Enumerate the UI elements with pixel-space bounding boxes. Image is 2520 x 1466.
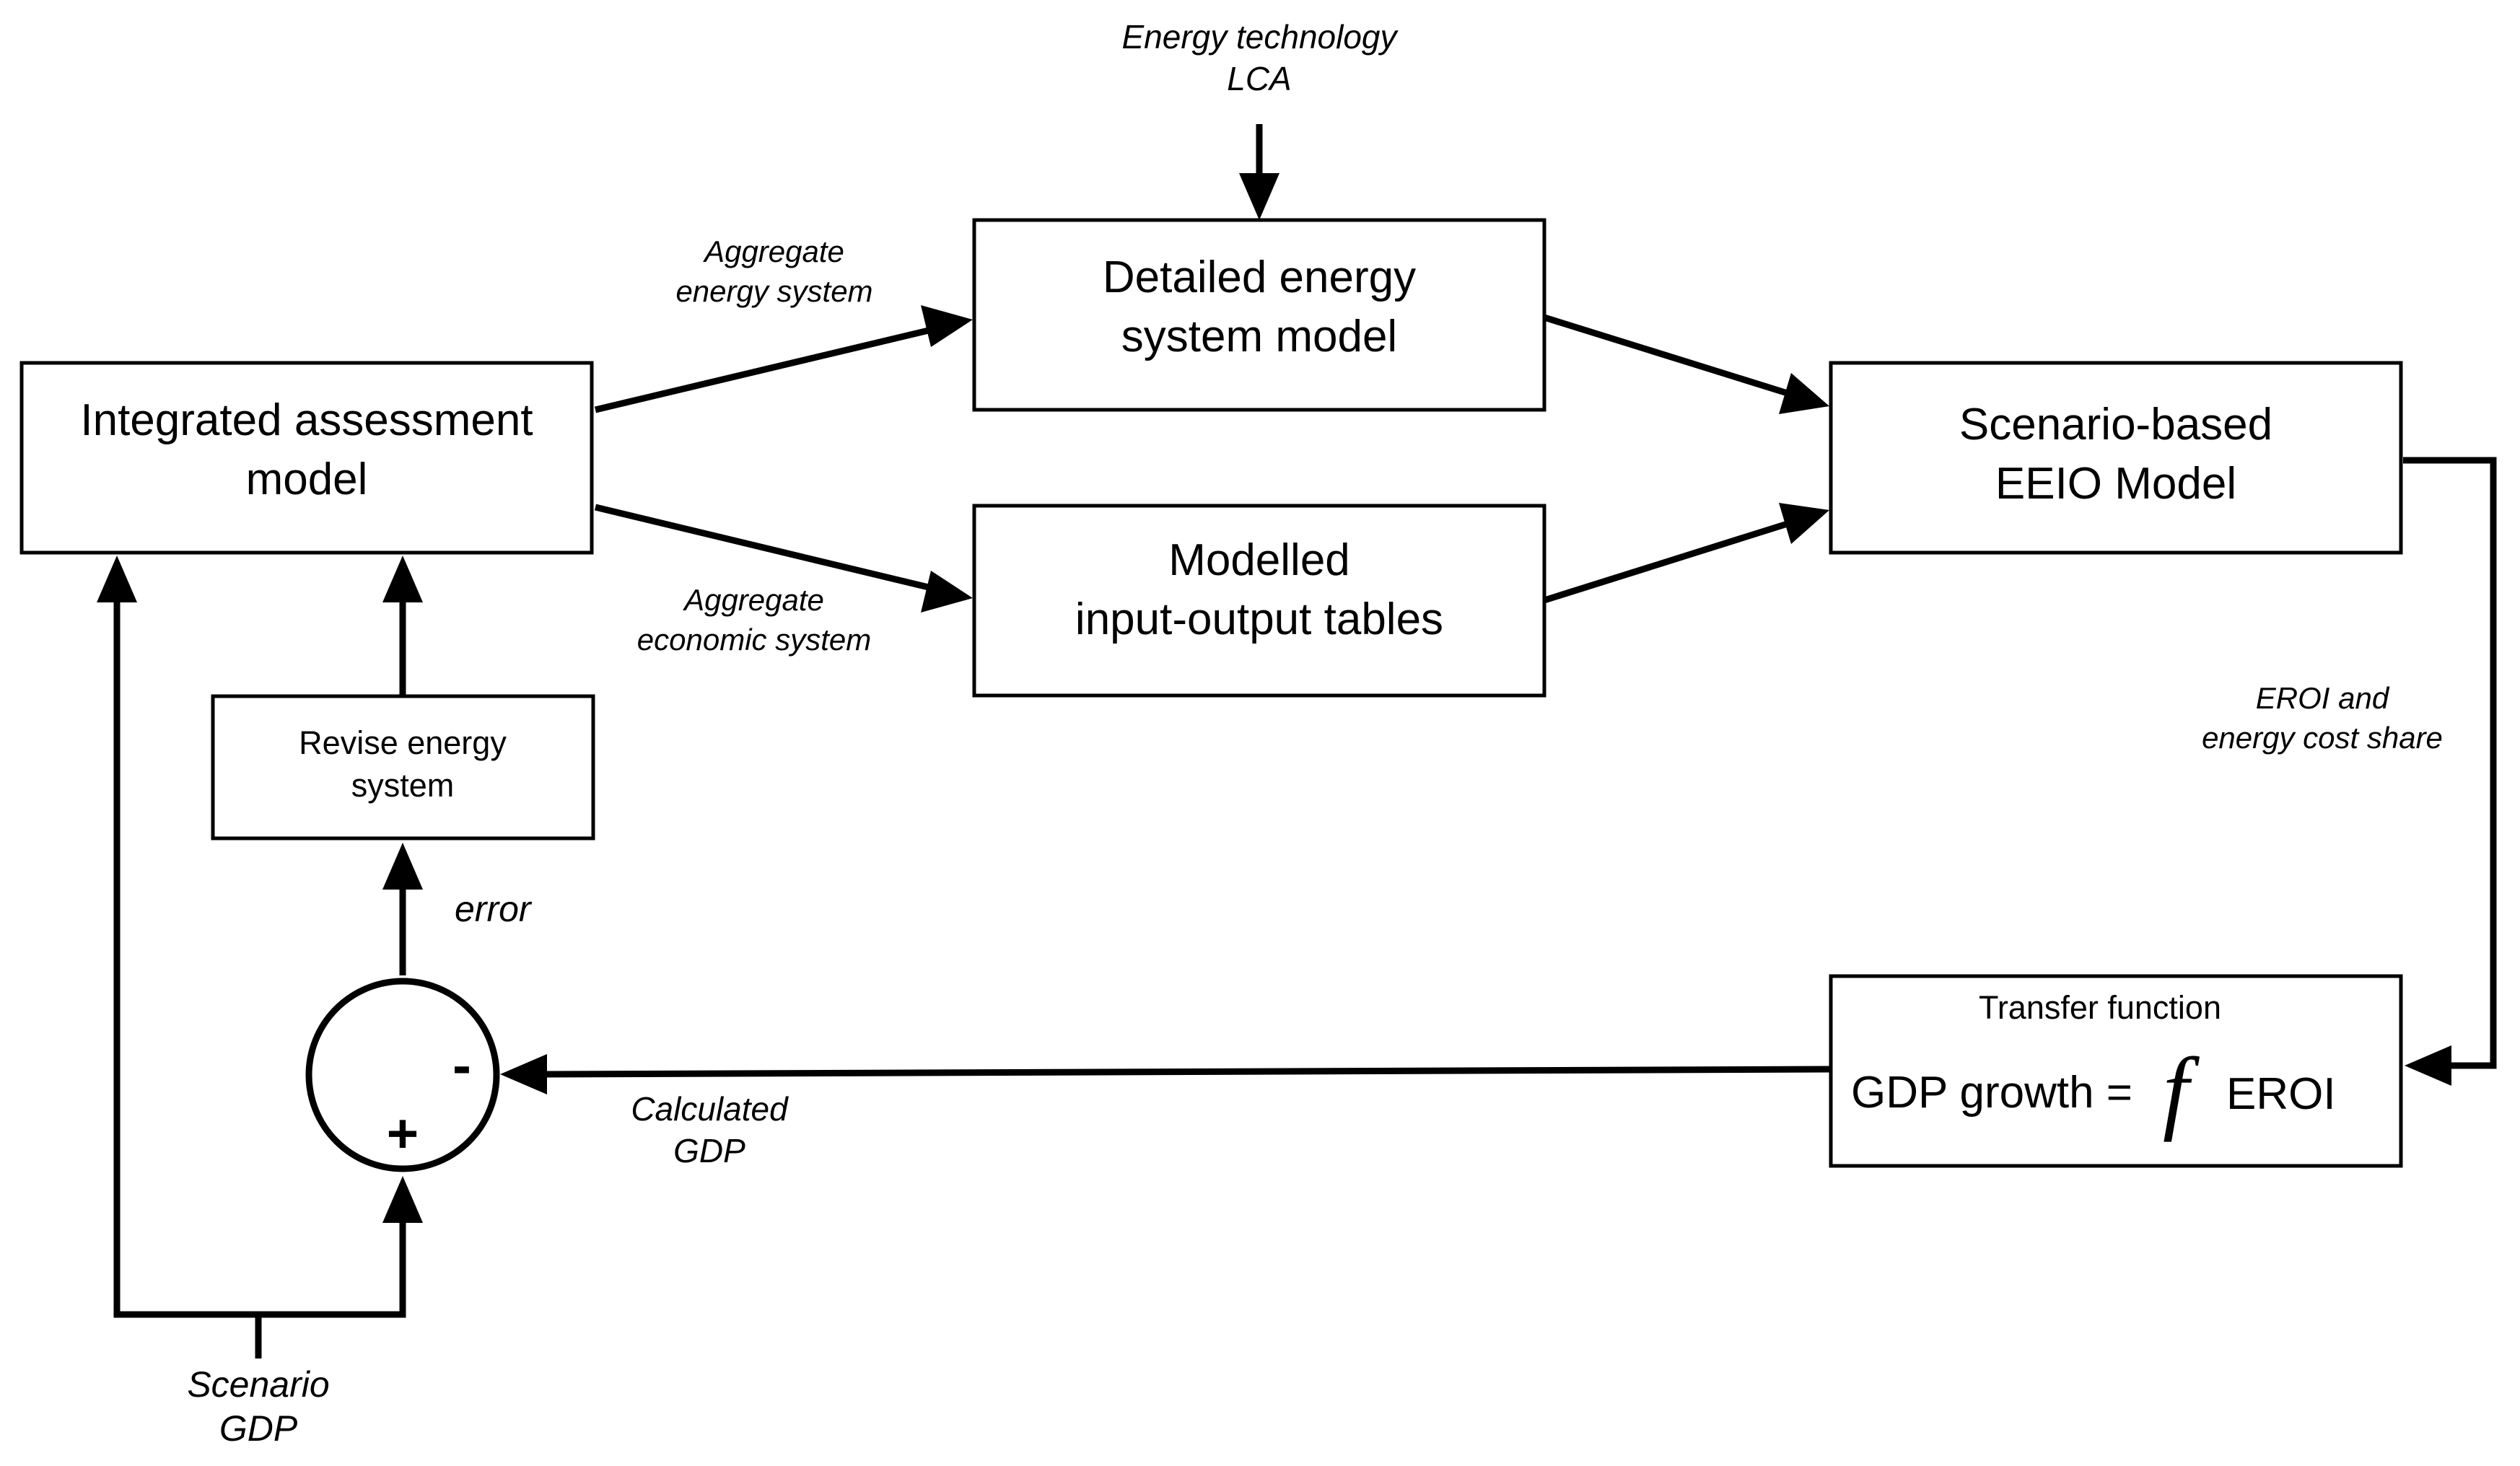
detailed-to-eeio-arrowhead (1779, 373, 1829, 414)
comparator-circle (305, 978, 500, 1172)
scenario-to-comparator-arrowhead (382, 1176, 423, 1223)
scenario-gdp-label-line1: Scenario (187, 1364, 329, 1405)
eeio-to-transfer-arrow-line (2403, 457, 2497, 1069)
aggregate-energy-system-label-line2: energy system (675, 274, 872, 308)
integrated-assessment-model-box: Integrated assessment model (19, 361, 594, 555)
transfer-function-equation-right: EROI (2226, 1069, 2336, 1119)
modelled-io-label-line1: Modelled (1168, 535, 1350, 585)
iam-to-detailed-arrowhead (921, 305, 973, 347)
io-to-eeio-arrowhead (1779, 503, 1829, 544)
modelled-input-output-tables-box: Modelled input-output tables (972, 504, 1546, 698)
iam-to-detailed-arrow-line (594, 325, 936, 413)
transfer-to-comparator-arrow-line (541, 1066, 1830, 1078)
eeio-label-line2: EEIO Model (1995, 459, 2236, 509)
revise-to-iam-arrowhead (382, 556, 423, 602)
aggregate-economic-system-label-line1: Aggregate (682, 583, 824, 617)
energy-technology-lca-label-line1: Energy technology (1121, 18, 1399, 56)
comparator-summing-junction: - + (305, 978, 500, 1172)
revise-energy-system-box: Revise energy system (211, 694, 595, 840)
calculated-gdp-label-line2: GDP (673, 1132, 745, 1169)
integrated-assessment-label-line2: model (246, 455, 368, 504)
eroi-cost-share-label-line2: energy cost share (2202, 721, 2443, 755)
lca-to-detailed-arrowhead (1239, 173, 1279, 220)
scenario-based-eeio-model-box: Scenario-based EEIO Model (1829, 361, 2403, 555)
scenario-gdp-branch-line (113, 597, 406, 1318)
io-to-eeio-arrow-line (1543, 519, 1791, 604)
integrated-assessment-label-line1: Integrated assessment (80, 395, 533, 445)
modelled-io-label-line2: input-output tables (1075, 594, 1443, 644)
scenario-to-iam-arrowhead (97, 556, 137, 602)
iam-to-io-arrow-line (594, 504, 936, 592)
detailed-energy-label-line1: Detailed energy (1103, 253, 1416, 302)
transfer-to-comparator-arrowhead (500, 1054, 547, 1094)
error-label: error (455, 889, 533, 929)
detailed-to-eeio-arrow-line (1543, 314, 1791, 398)
aggregate-energy-system-label-line1: Aggregate (702, 234, 844, 268)
transfer-function-box: Transfer function GDP growth = f EROI (1829, 974, 2403, 1168)
detailed-energy-label-line2: system model (1121, 312, 1397, 361)
iam-to-io-arrowhead (921, 571, 973, 613)
aggregate-economic-system-label-line2: economic system (637, 623, 871, 657)
detailed-energy-system-model-box: Detailed energy system model (972, 218, 1546, 412)
calculated-gdp-label-line1: Calculated (631, 1090, 789, 1128)
eeio-label-line1: Scenario-based (1959, 400, 2272, 449)
comparator-plus-sign: + (387, 1103, 419, 1164)
revise-energy-label-line1: Revise energy (299, 724, 507, 761)
comparator-to-revise-arrowhead (382, 843, 423, 890)
eeio-to-transfer-arrowhead (2405, 1045, 2451, 1086)
energy-technology-lca-label-line2: LCA (1227, 60, 1291, 97)
eroi-cost-share-label-line1: EROI and (2256, 681, 2390, 715)
transfer-function-equation-left: GDP growth = (1851, 1068, 2132, 1118)
comparator-minus-sign: - (452, 1033, 471, 1097)
scenario-gdp-label-line2: GDP (219, 1408, 298, 1449)
revise-energy-label-line2: system (351, 767, 455, 804)
transfer-function-title: Transfer function (1979, 989, 2221, 1026)
